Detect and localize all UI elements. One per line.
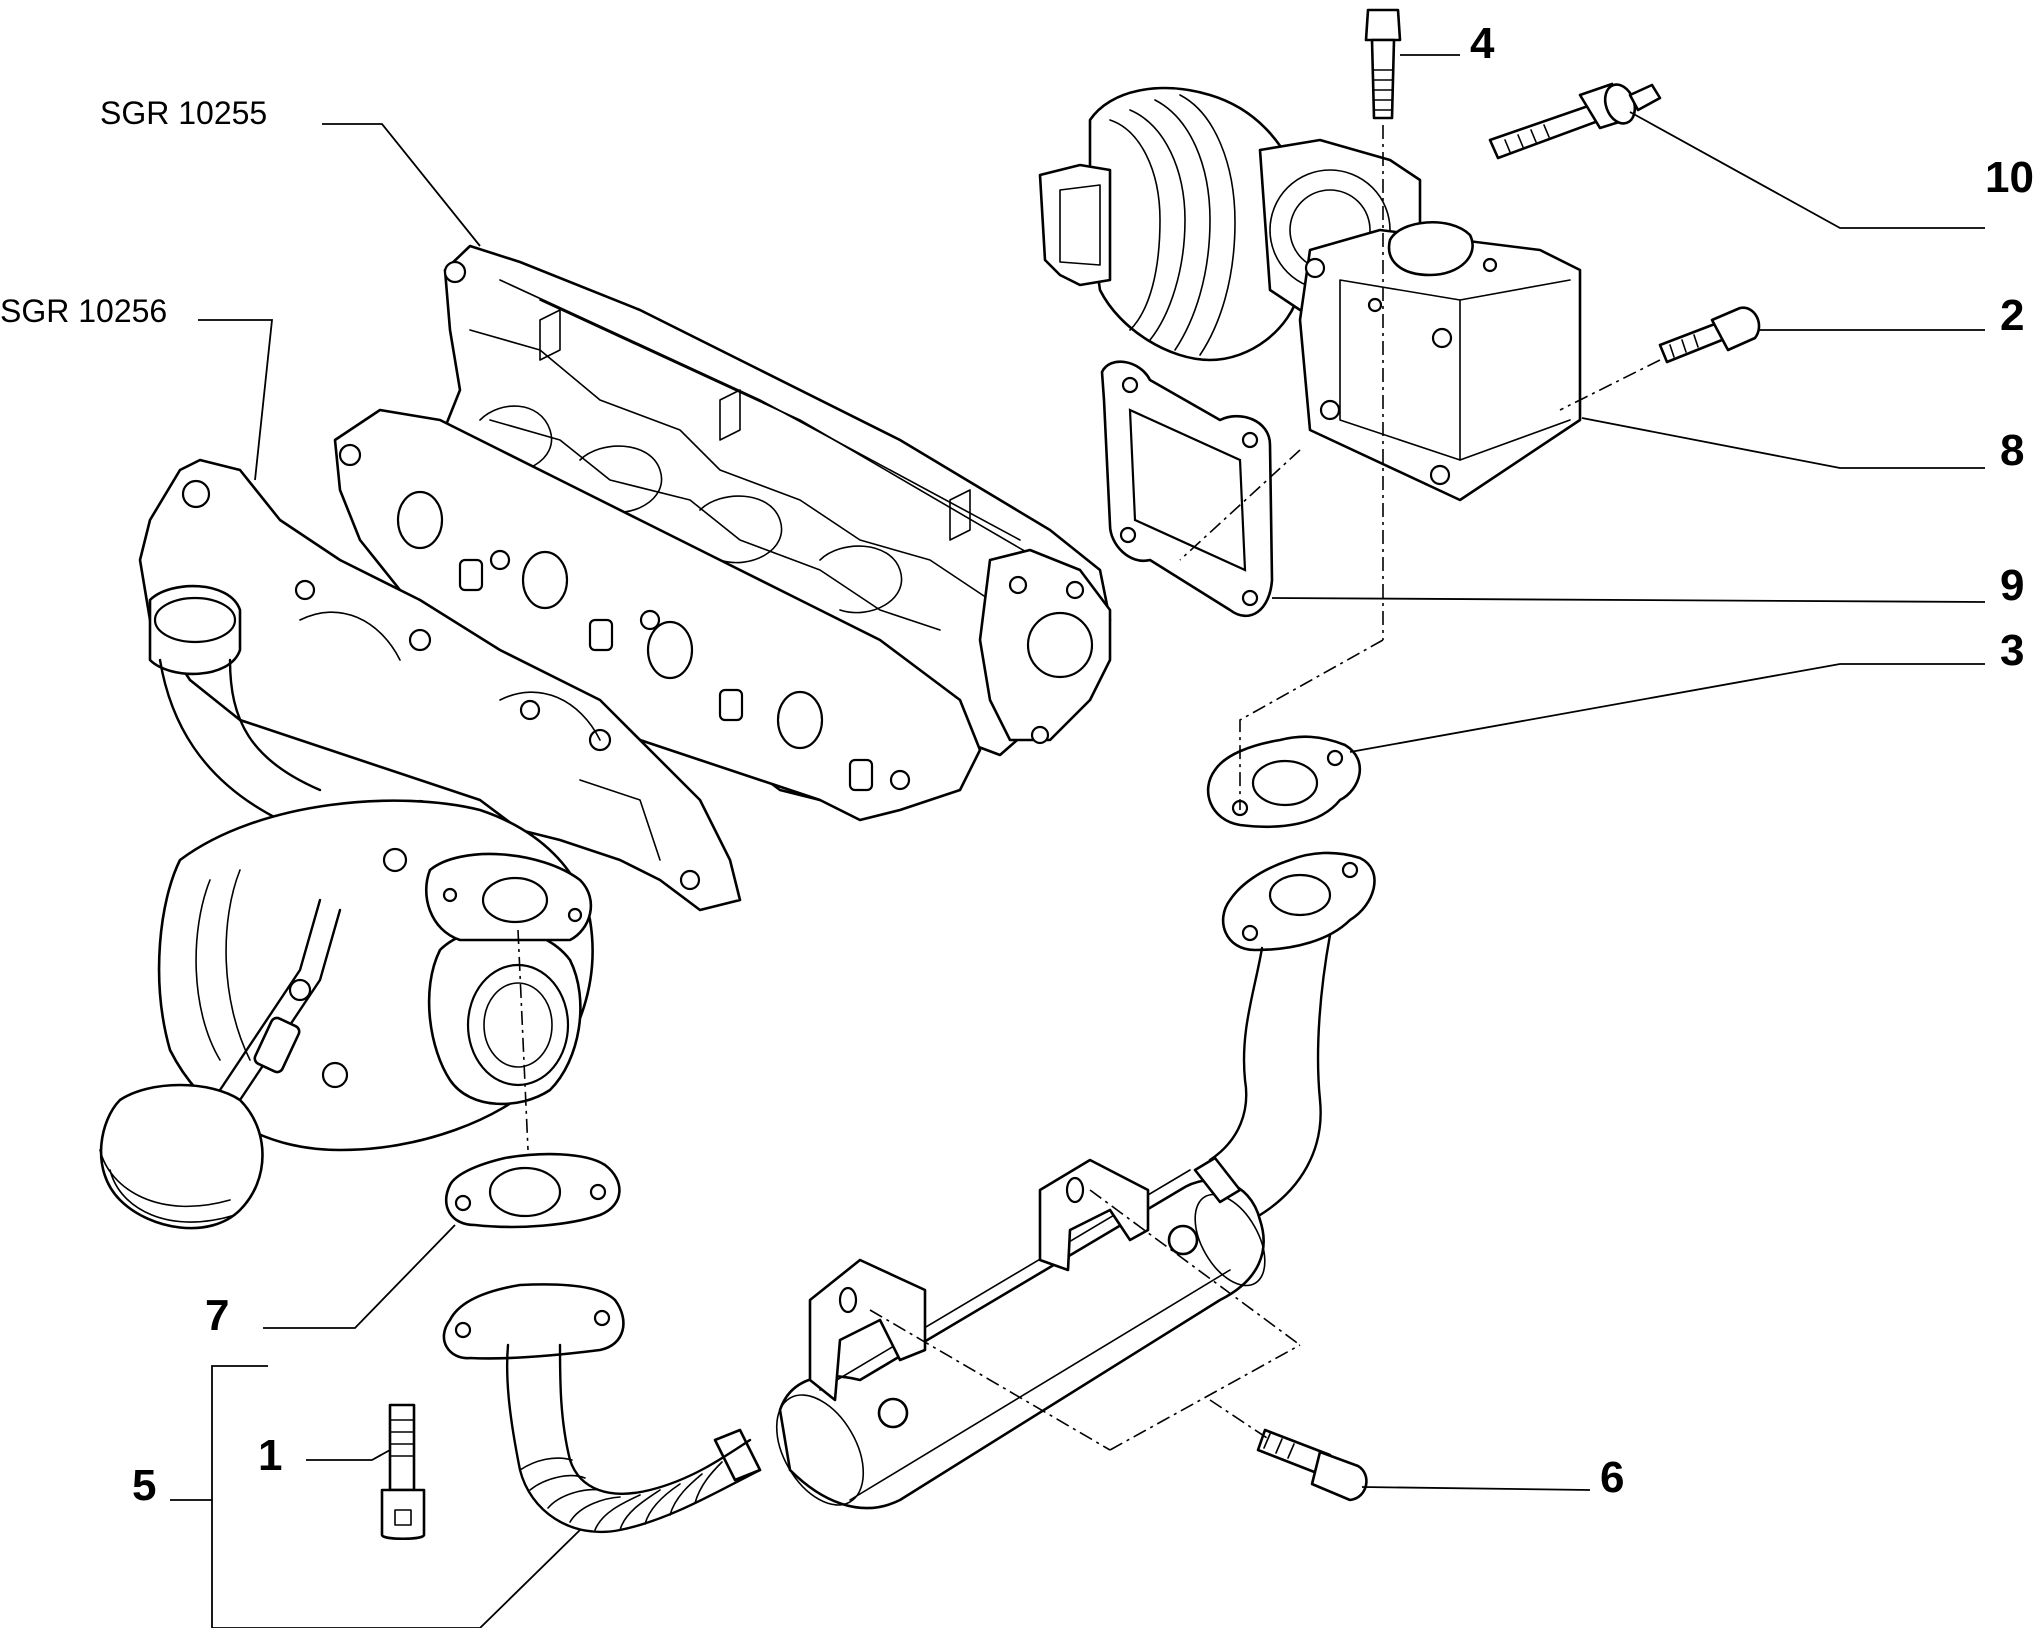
bolt-6 <box>1256 1428 1368 1502</box>
callout-7: 7 <box>205 1291 229 1340</box>
intake-manifold <box>333 244 1112 822</box>
ref-label-sgr-10255: SGR 10255 <box>100 95 267 131</box>
callout-4: 4 <box>1470 19 1495 68</box>
egr-valve-gasket <box>1100 360 1274 618</box>
callout-leaders <box>170 54 1986 1628</box>
callout-8: 8 <box>2000 426 2024 475</box>
assembly-center-lines <box>517 125 1661 1451</box>
gasket-7 <box>444 1152 621 1229</box>
egr-valve <box>1038 86 1582 502</box>
callout-10: 10 <box>1985 153 2034 202</box>
callout-1: 1 <box>258 1431 282 1480</box>
bolt-2 <box>1658 306 1761 364</box>
callout-9: 9 <box>2000 561 2024 610</box>
ref-label-sgr-10256: SGR 10256 <box>0 293 167 329</box>
ref-leader-sgr-10255 <box>322 123 481 247</box>
gasket-3 <box>1206 735 1362 828</box>
callout-6: 6 <box>1600 1453 1624 1502</box>
callout-3: 3 <box>2000 626 2024 675</box>
egr-cooler-pipe-assembly <box>442 851 1376 1534</box>
bolt-1 <box>380 1403 426 1541</box>
bolt-10 <box>1488 82 1662 160</box>
exhaust-manifold-turbocharger <box>99 458 742 1230</box>
callout-2: 2 <box>2000 291 2024 340</box>
callout-5: 5 <box>132 1461 156 1510</box>
bolt-4 <box>1364 8 1402 120</box>
ref-leader-sgr-10256 <box>198 319 274 481</box>
